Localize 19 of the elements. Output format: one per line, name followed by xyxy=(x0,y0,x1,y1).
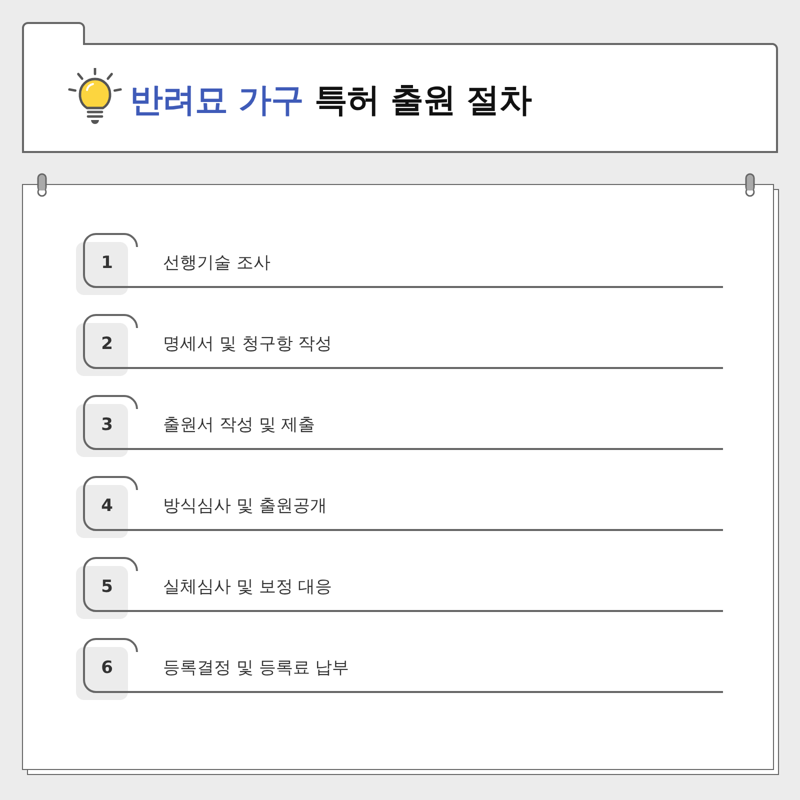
step-label: 등록결정 및 등록료 납부 xyxy=(163,657,350,679)
step-number: 6 xyxy=(100,657,114,679)
step-number: 1 xyxy=(100,252,114,274)
step-number: 3 xyxy=(100,414,114,436)
step-label: 선행기술 조사 xyxy=(163,252,270,274)
title: 반려묘 가구 특허 출원 절차 xyxy=(130,79,532,121)
step-label: 명세서 및 청구항 작성 xyxy=(163,333,332,355)
step-tab-frame xyxy=(76,558,723,620)
step-tab-frame xyxy=(76,477,723,539)
step-label: 실체심사 및 보정 대응 xyxy=(163,576,332,598)
step-number: 2 xyxy=(100,333,114,355)
step-number: 4 xyxy=(100,495,114,517)
step-label: 출원서 작성 및 제출 xyxy=(163,414,316,436)
step-label: 방식심사 및 출원공개 xyxy=(163,495,327,517)
step-tab-frame xyxy=(76,639,723,701)
step-tab-frame xyxy=(76,315,723,377)
step-tab-frame xyxy=(76,234,723,296)
step-tab-frame xyxy=(76,396,723,458)
step-number: 5 xyxy=(100,576,114,598)
